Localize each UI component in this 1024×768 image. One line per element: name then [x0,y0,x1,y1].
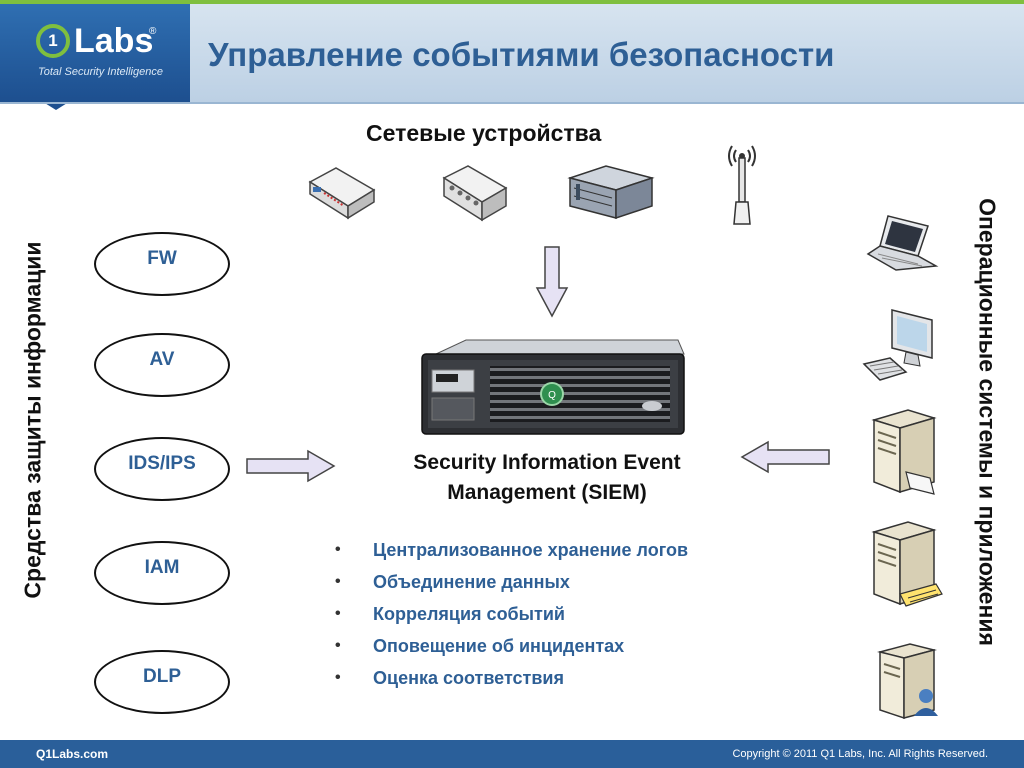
oval-label: IAM [144,557,180,578]
oval-label: DLP [143,666,181,687]
list-item: • Корреляция событий [333,602,723,626]
rack-server-icon [567,165,655,220]
title-bar [190,4,1024,102]
network-appliance-icon [308,167,376,220]
oval-dlp: DLP [94,650,230,714]
list-item: • Оценка соответствия [333,666,723,690]
siem-server-icon: Q [421,339,685,435]
list-item: • Объединение данных [333,570,723,594]
wireless-antenna-icon [728,145,756,225]
bullet-icon: • [335,605,341,622]
footer-bar [0,740,1024,768]
siem-label-line1: Security Information Event [413,451,681,474]
laptop-icon [866,215,939,271]
list-item-text: Оценка соответствия [373,668,564,688]
svg-text:Q: Q [548,390,556,401]
header-divider [0,102,1024,104]
list-item: • Оповещение об инцидентах [333,634,723,658]
oval-label: AV [149,349,175,370]
siem-features-list: • Централизованное хранение логов • Объеди… [333,538,723,698]
network-devices-title: Сетевые устройства [366,120,602,146]
logo-tagline: Total Security Intelligence [38,66,163,78]
oval-label: IDS/IPS [128,453,196,474]
top-accent-line [0,0,1024,4]
arrow-left [740,440,830,474]
page-title: Управление событиями безопасности [208,36,835,73]
bullet-icon: • [335,637,341,654]
left-group-title: Средства защиты информации [19,241,46,599]
list-item-text: Оповещение об инцидентах [373,636,625,656]
desktop-computer-icon [862,309,933,381]
bullet-icon: • [335,669,341,686]
logo-pointer [40,100,72,110]
list-item: • Централизованное хранение логов [333,538,723,562]
oval-av: AV [94,333,230,397]
right-group-title: Операционные системы и приложения [974,198,1001,646]
logo-q-icon: 1 [36,24,70,58]
bullet-icon: • [335,541,341,558]
footer-site: Q1Labs.com [36,747,109,761]
logo-registered-mark: ® [149,26,157,37]
logo [0,4,190,102]
oval-ids-ips: IDS/IPS [94,437,230,501]
list-item-text: Объединение данных [373,572,570,592]
oval-label: FW [147,248,177,269]
arrow-right [246,449,336,483]
network-switch-icon [442,165,508,222]
footer-copyright: Copyright © 2011 Q1 Labs, Inc. All Right… [732,748,988,760]
siem-label-line2: Management (SIEM) [447,481,647,504]
arrow-down [535,246,569,318]
bullet-icon: • [335,573,341,590]
list-item-text: Корреляция событий [373,604,565,624]
user-server-icon [877,643,938,720]
oval-iam: IAM [94,541,230,605]
siem-label: Security Information Event Management (S… [374,448,720,508]
logo-wordmark: Labs [74,22,154,60]
database-server-icon [871,521,943,607]
oval-fw: FW [94,232,230,296]
list-item-text: Централизованное хранение логов [373,540,689,560]
server-tower-icon [871,409,937,495]
